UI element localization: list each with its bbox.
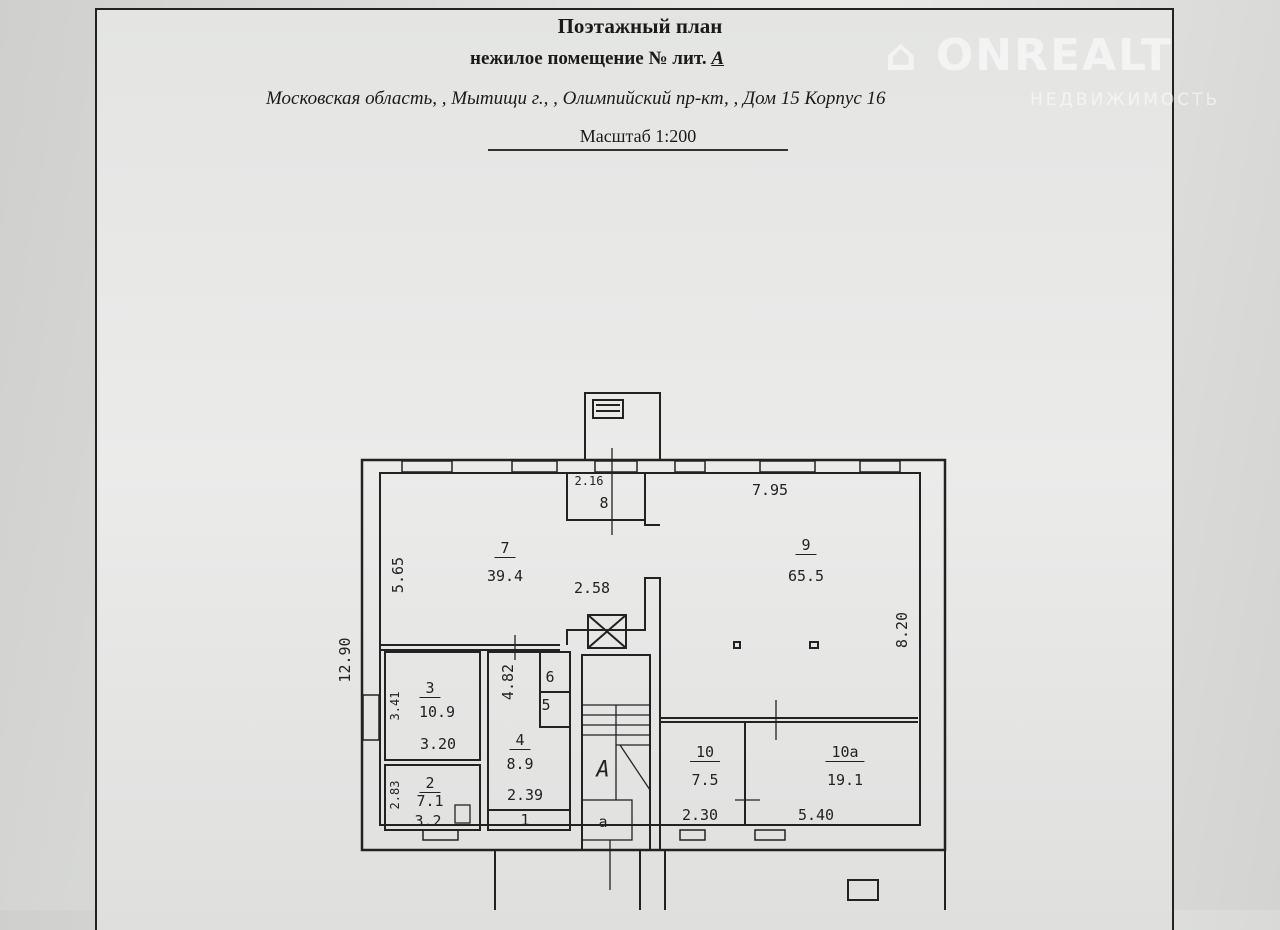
plan-title: Поэтажный план: [557, 14, 723, 38]
stair-label: А: [596, 757, 610, 783]
room-4-number: 4: [509, 731, 531, 750]
room-9-wall: [660, 717, 918, 723]
dimension: 3.20: [419, 735, 457, 753]
room-7-area: 39.4: [486, 567, 524, 585]
watermark-logo: ⌂ ONREALT: [885, 30, 1173, 81]
top-projection: [584, 392, 661, 460]
dimension: 3.41: [388, 691, 402, 721]
room-10a-number: 10a: [825, 743, 865, 762]
room-6-label: 6: [545, 668, 555, 686]
room-9-number: 9: [795, 536, 817, 555]
dimension: 2.58: [573, 579, 611, 597]
litera: А: [711, 48, 725, 69]
room-9-area: 65.5: [787, 567, 825, 585]
room-5-walls: [539, 691, 571, 728]
dimension: 5.65: [389, 556, 407, 594]
dimension: 4.82: [499, 663, 517, 701]
elevator: [587, 614, 627, 649]
room-2-walls: [384, 764, 481, 831]
dimension: 2.30: [681, 806, 719, 824]
document-sheet: [95, 8, 1174, 930]
dimension: 3.2: [414, 812, 442, 830]
dimension: 8.20: [893, 611, 911, 649]
room-7-wall: [380, 644, 560, 651]
room-3-area: 10.9: [418, 703, 456, 721]
room-10-area: 7.5: [691, 771, 719, 789]
watermark-tagline: НЕДВИЖИМОСТЬ: [1030, 90, 1221, 110]
room-7-number: 7: [494, 539, 516, 558]
room-8-walls: [566, 473, 660, 526]
floor-plan-drawing: [360, 392, 947, 910]
dimension: 5.40: [797, 806, 835, 824]
room-10a-area: 19.1: [826, 771, 864, 789]
stair-sub-label: а: [598, 813, 608, 831]
room-3-walls: [384, 651, 481, 761]
room-4-area: 8.9: [506, 755, 534, 773]
stairs: [581, 704, 651, 841]
outer-wall: [360, 458, 947, 852]
windows: [362, 460, 901, 841]
scale: Масштаб 1:200: [488, 126, 788, 151]
room-8-label: 8: [599, 494, 609, 512]
dimension: 2.39: [506, 786, 544, 804]
room-10-number: 10: [689, 743, 721, 762]
dimension: 2.16: [574, 474, 604, 488]
room-2-number: 2: [419, 774, 441, 793]
plan-subtitle: нежилое помещение № лит. А: [470, 48, 725, 69]
room-1-label: 1: [520, 811, 530, 829]
dimension: 2.83: [388, 780, 402, 810]
dimension: 12.90: [336, 637, 354, 683]
address: Московская область, , Мытищи г., , Олимп…: [266, 88, 886, 109]
room-3-number: 3: [419, 679, 441, 698]
room-2-area: 7.1: [416, 792, 444, 810]
stair-core: [566, 577, 661, 850]
room-5-label: 5: [541, 696, 551, 714]
dimension: 7.95: [751, 481, 789, 499]
